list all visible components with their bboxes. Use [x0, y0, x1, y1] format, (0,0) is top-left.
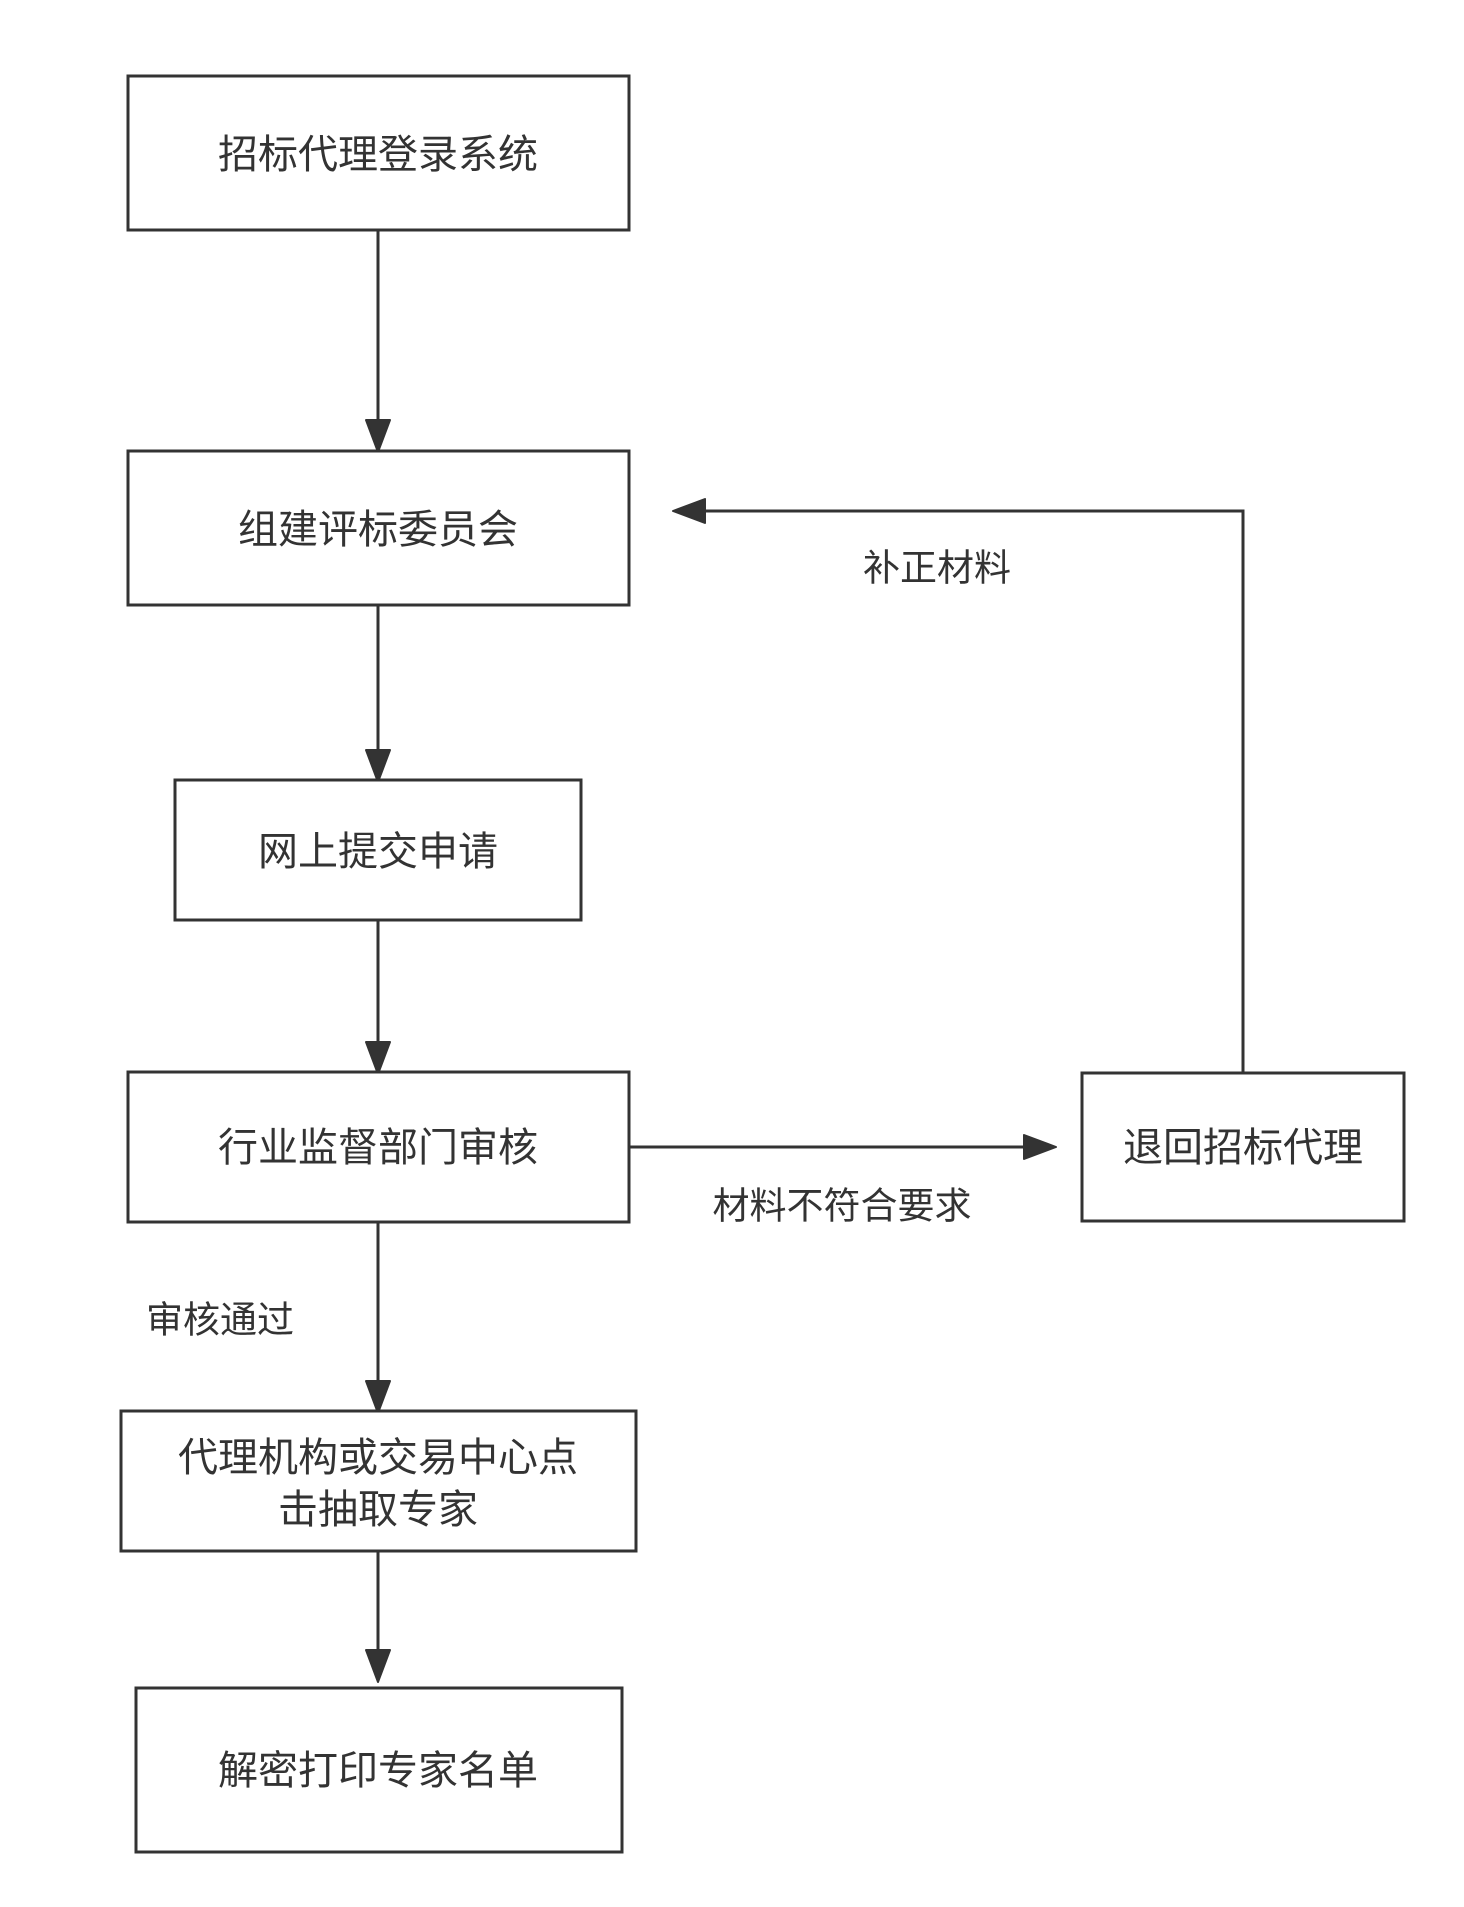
- arrowheads: [365, 419, 1057, 1683]
- arrowhead-to-return: [1023, 1134, 1057, 1160]
- edge-label-not-compliant: 材料不符合要求: [713, 1185, 972, 1228]
- node-review-label: 行业监督部门审核: [218, 1125, 538, 1171]
- arrowhead-to-submit: [365, 749, 391, 783]
- node-login-label: 招标代理登录系统: [218, 132, 538, 178]
- arrowhead-to-draw: [365, 1380, 391, 1414]
- node-return-label: 退回招标代理: [1123, 1125, 1363, 1171]
- node-committee-label: 组建评标委员会: [238, 507, 518, 553]
- node-committee-box: [126, 449, 631, 607]
- node-labels: 招标代理登录系统 组建评标委员会 网上提交申请 行业监督部门审核 退回招标代理 …: [178, 132, 1363, 1794]
- arrowhead-to-review: [365, 1041, 391, 1075]
- arrowhead-to-committee: [365, 419, 391, 453]
- edge-label-supplement: 补正材料: [863, 547, 1011, 590]
- node-print-label: 解密打印专家名单: [218, 1748, 538, 1794]
- node-print-box: [134, 1686, 624, 1854]
- arrowhead-back-to-committee: [672, 498, 706, 524]
- edge-label-approved: 审核通过: [146, 1299, 294, 1342]
- arrowhead-to-print: [365, 1649, 391, 1683]
- connectors: [376, 230, 1245, 1652]
- process-boxes: [119, 74, 1406, 1854]
- node-draw-label-line2: 击抽取专家: [278, 1487, 478, 1533]
- node-return-box: [1080, 1071, 1406, 1223]
- edge-return-to-committee: [703, 509, 1245, 1072]
- node-login-box: [126, 74, 631, 232]
- edge-labels: 补正材料 材料不符合要求 审核通过: [146, 547, 1011, 1342]
- node-draw-label-line1: 代理机构或交易中心点: [178, 1435, 578, 1481]
- node-review-box: [126, 1070, 631, 1224]
- node-draw-box: [119, 1409, 638, 1553]
- node-submit-box: [173, 778, 583, 922]
- node-submit-label: 网上提交申请: [258, 829, 498, 875]
